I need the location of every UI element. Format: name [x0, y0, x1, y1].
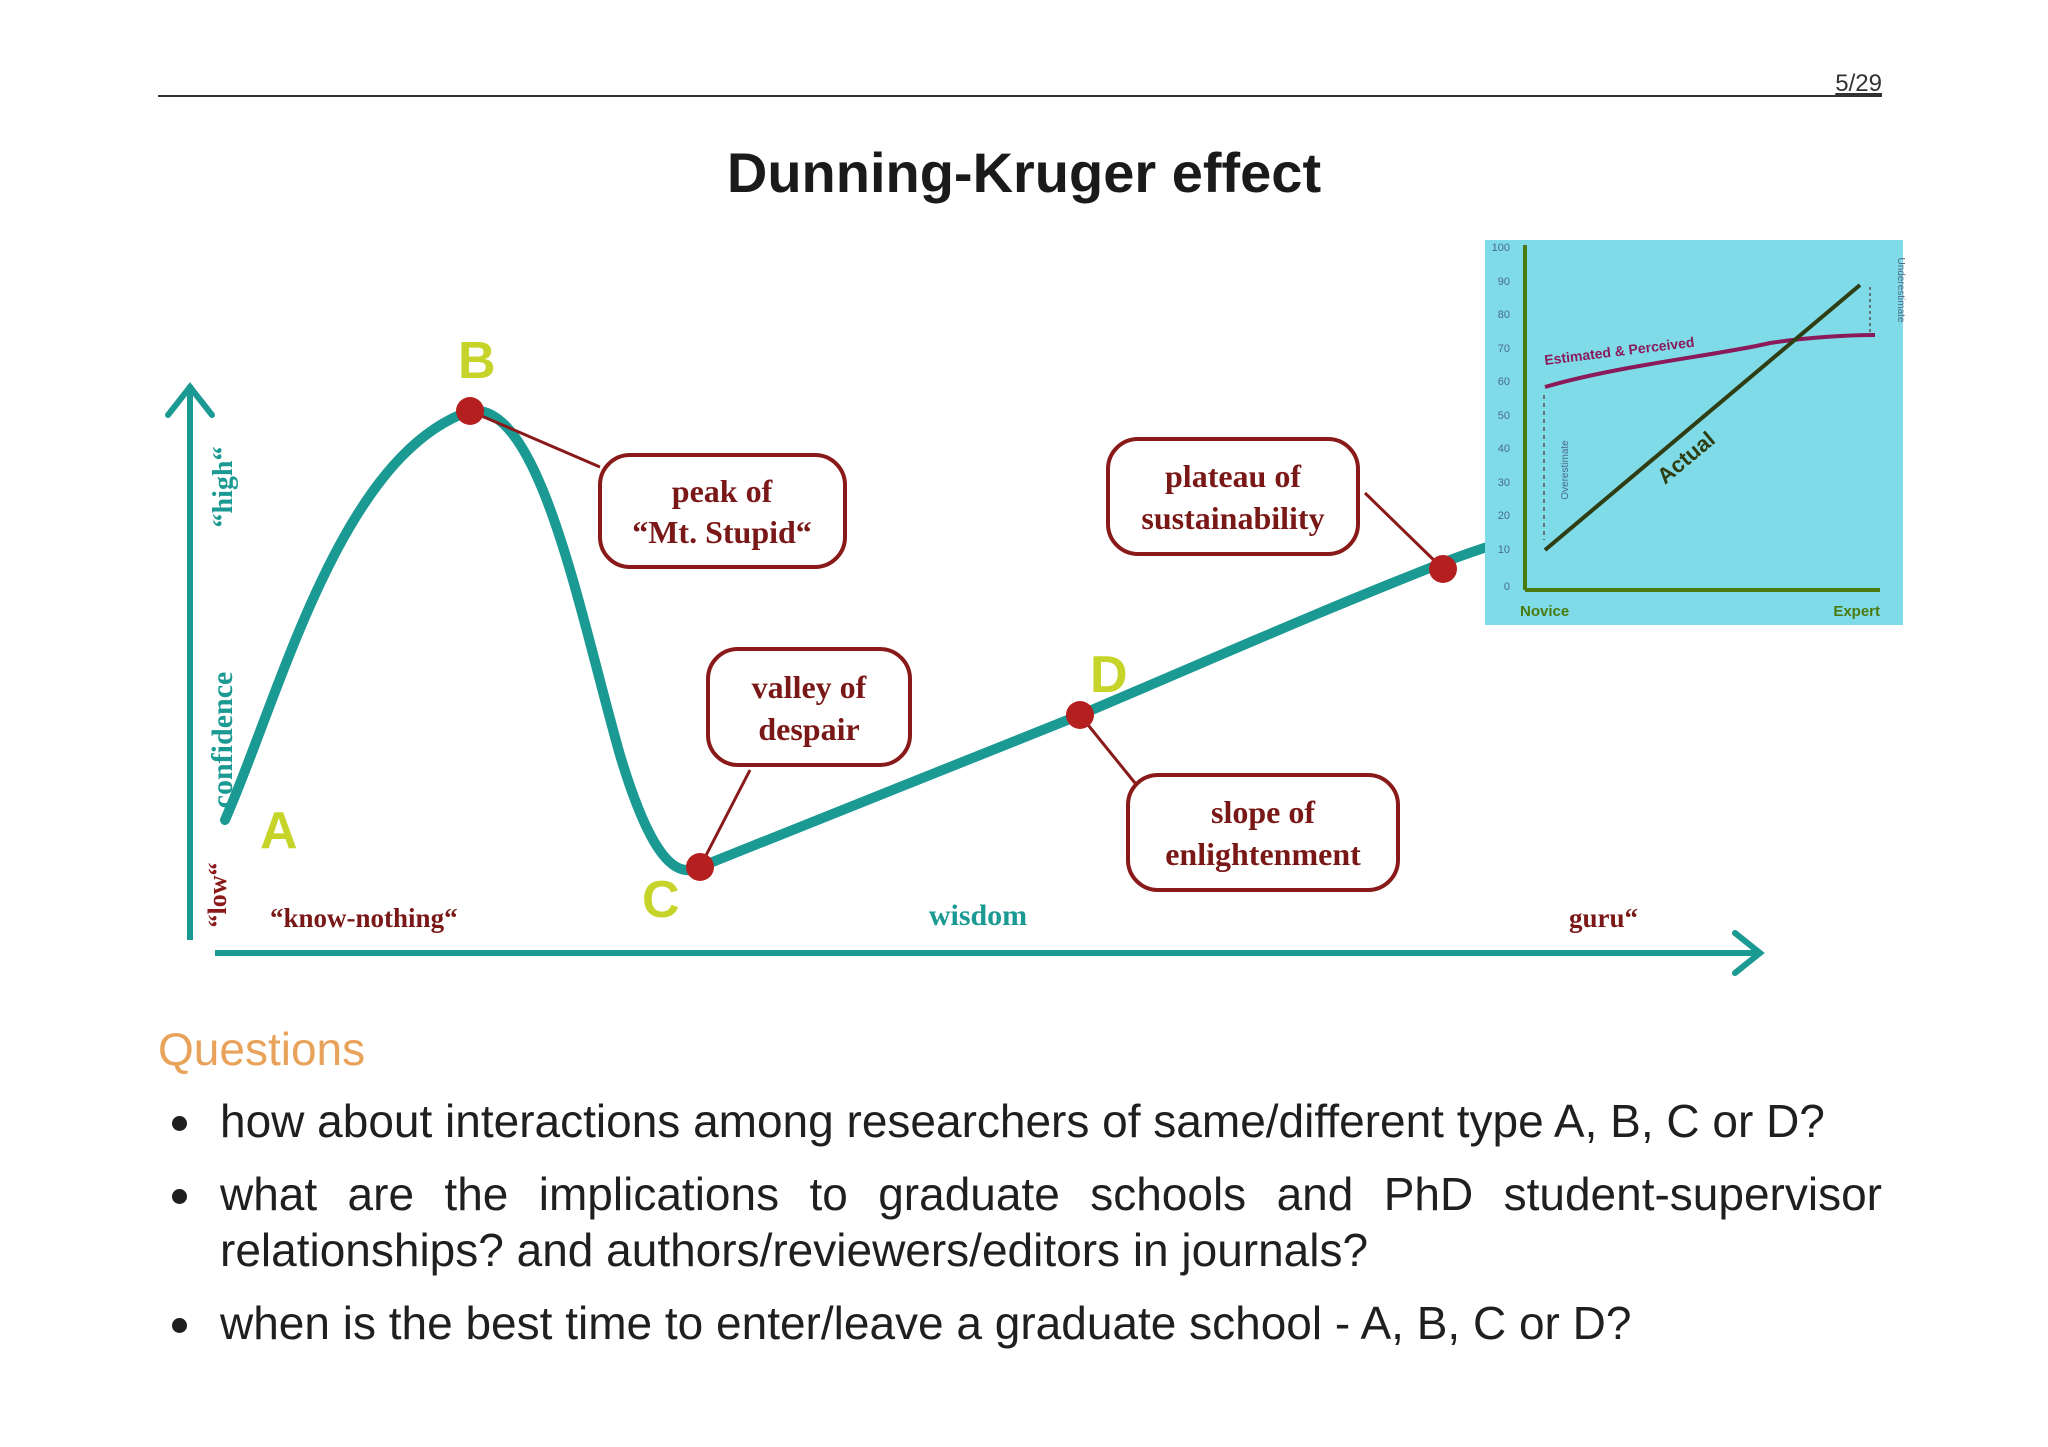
page-number: 5/29	[1835, 70, 1882, 97]
callout-peak: peak of “Mt. Stupid“	[598, 453, 847, 569]
callout-plateau: plateau of sustainability	[1106, 437, 1360, 556]
inset-y-tick: 10	[1498, 544, 1510, 556]
inset-y-tick: 30	[1498, 477, 1510, 489]
bullet-icon	[172, 1189, 187, 1204]
inset-underestimate-label: Underestimate	[1895, 257, 1906, 322]
inset-y-tick: 60	[1498, 376, 1510, 388]
questions-list: how about interactions among researchers…	[158, 1093, 1882, 1368]
callout-peak-line2: “Mt. Stupid“	[632, 514, 812, 550]
peak-leader-line	[469, 409, 601, 469]
question-text: what are the implications to graduate sc…	[220, 1168, 1882, 1276]
x-axis-right-label: guru“	[1569, 903, 1638, 933]
point-b-letter: B	[458, 332, 496, 390]
callout-slope-line2: enlightenment	[1165, 836, 1361, 872]
callout-valley-line1: valley of	[752, 669, 867, 705]
callout-slope-line1: slope of	[1211, 794, 1315, 830]
callout-plateau-line1: plateau of	[1165, 458, 1301, 494]
point-d-letter: D	[1090, 646, 1128, 704]
inset-background	[1485, 240, 1903, 625]
questions-heading: Questions	[158, 1023, 366, 1075]
slide-title: Dunning-Kruger effect	[726, 141, 1322, 204]
point-c-letter: C	[642, 871, 680, 929]
y-axis-arrow	[165, 382, 215, 418]
callout-valley: valley of despair	[706, 647, 912, 767]
y-axis-label: confidence	[206, 672, 239, 809]
bullet-icon	[172, 1318, 187, 1333]
inset-y-tick: 100	[1492, 242, 1510, 254]
inset-y-tick: 40	[1498, 443, 1510, 455]
inset-x-left-label: Novice	[1520, 603, 1569, 620]
x-axis-left-label: “know-nothing“	[270, 903, 458, 933]
inset-y-tick: 80	[1498, 309, 1510, 321]
y-axis-high-label: “high“	[208, 447, 239, 528]
plateau-dot	[1429, 555, 1457, 583]
inset-y-tick: 20	[1498, 510, 1510, 522]
slope-leader-line	[1078, 714, 1137, 784]
question-item: when is the best time to enter/leave a g…	[158, 1295, 1882, 1351]
x-axis-arrow	[1732, 930, 1765, 976]
inset-overestimate-label: Overestimate	[1560, 440, 1571, 500]
inset-chart: 100 90 80 70 60 50 40 30 20 10 0 Estimat…	[1485, 240, 1906, 625]
bullet-icon	[172, 1116, 187, 1131]
point-c-dot	[686, 853, 714, 881]
inset-x-right-label: Expert	[1833, 603, 1880, 620]
callout-slope: slope of enlightenment	[1126, 773, 1400, 892]
question-item: what are the implications to graduate sc…	[158, 1166, 1882, 1278]
inset-actual-line	[1543, 283, 1862, 552]
inset-y-tick: 0	[1504, 581, 1510, 593]
y-axis-low-label: “low“	[203, 863, 232, 928]
inset-estimated-line	[1544, 333, 1876, 389]
point-b-dot	[456, 397, 484, 425]
dunning-kruger-diagram: confidence “high“ “low“ “know-nothing“ w…	[165, 240, 1906, 976]
question-text: how about interactions among researchers…	[220, 1095, 1825, 1147]
point-d-dot	[1066, 701, 1094, 729]
dunning-kruger-figure: confidence “high“ “low“ “know-nothing“ w…	[160, 215, 1920, 995]
inset-y-tick: 90	[1498, 276, 1510, 288]
question-text: when is the best time to enter/leave a g…	[220, 1297, 1632, 1349]
question-item: how about interactions among researchers…	[158, 1093, 1882, 1149]
point-a-letter: A	[260, 802, 298, 860]
inset-y-tick: 50	[1498, 410, 1510, 422]
callout-valley-line2: despair	[758, 711, 859, 747]
valley-leader-line	[698, 769, 752, 868]
header-rule	[158, 95, 1882, 97]
inset-y-tick: 70	[1498, 343, 1510, 355]
callout-plateau-line2: sustainability	[1141, 500, 1324, 536]
plateau-leader-line	[1363, 491, 1445, 571]
x-axis-label: wisdom	[929, 899, 1027, 932]
callout-peak-line1: peak of	[672, 473, 773, 509]
